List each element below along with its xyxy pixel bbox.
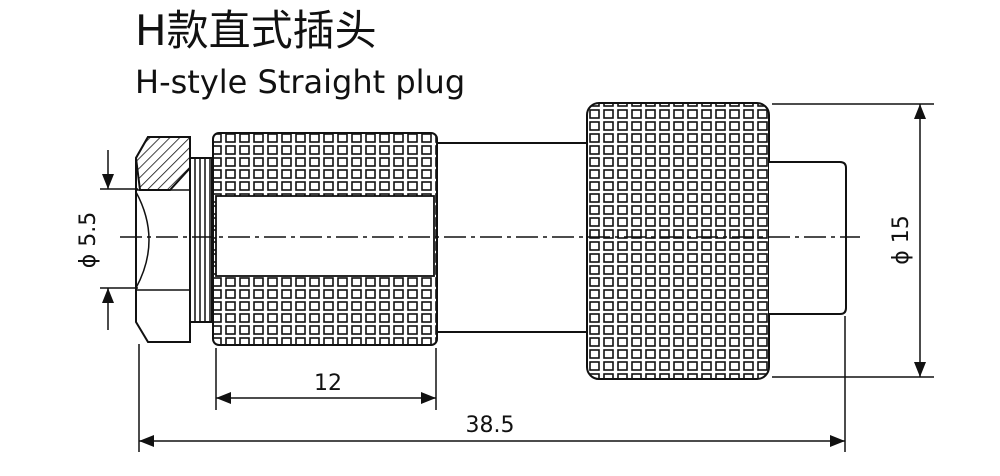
dimension-label-inner-diameter: ϕ 5.5 [76, 212, 101, 269]
rear-tip [769, 161, 847, 315]
knurled-knob [586, 102, 770, 380]
shaft [437, 142, 587, 333]
thread-section [189, 157, 213, 323]
dimension-label-knurl-length: 12 [314, 371, 342, 396]
dimension-label-total-length: 38.5 [466, 413, 515, 438]
dimension-total-length: 38.5 [138, 316, 846, 452]
dimension-label-outer-diameter: ϕ 15 [889, 215, 914, 265]
title-english: H-style Straight plug [135, 63, 466, 101]
dimension-outer-diameter: ϕ 15 [772, 103, 934, 378]
dimension-inner-diameter: ϕ 5.5 [76, 150, 138, 330]
dimension-knurl-length: 12 [215, 348, 437, 410]
title-chinese: H款直式插头 [135, 6, 377, 55]
knurled-sleeve [212, 132, 438, 346]
hex-nut [134, 136, 191, 343]
